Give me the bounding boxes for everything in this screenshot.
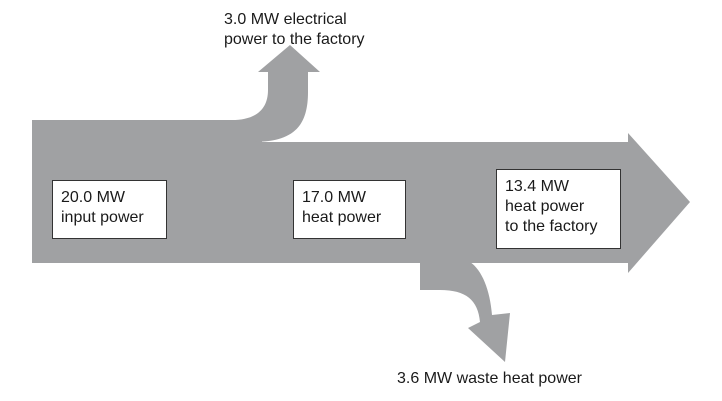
electrical-output-line-2: power to the factory xyxy=(224,31,365,48)
electrical-branch-arrow xyxy=(232,45,320,142)
electrical-output-line-1: 3.0 MW electrical xyxy=(224,11,347,28)
factory-heat-label-1: heat power xyxy=(505,198,585,215)
input-power-value: 20.0 MW xyxy=(61,189,126,206)
input-power-label: input power xyxy=(61,209,144,226)
factory-heat-label-2: to the factory xyxy=(505,218,598,235)
waste-heat-branch-arrow xyxy=(420,262,510,362)
input-power-box: 20.0 MW input power xyxy=(52,180,167,239)
factory-heat-box: 13.4 MW heat power to the factory xyxy=(496,169,621,249)
heat-power-label: heat power xyxy=(302,209,382,226)
heat-power-value: 17.0 MW xyxy=(302,189,367,206)
heat-power-box: 17.0 MW heat power xyxy=(293,180,406,239)
waste-heat-output-line-1: 3.6 MW waste heat power xyxy=(397,370,582,387)
electrical-output-label: 3.0 MW electrical power to the factory xyxy=(224,10,365,50)
waste-heat-output-label: 3.6 MW waste heat power xyxy=(397,369,582,389)
factory-heat-value: 13.4 MW xyxy=(505,178,570,195)
